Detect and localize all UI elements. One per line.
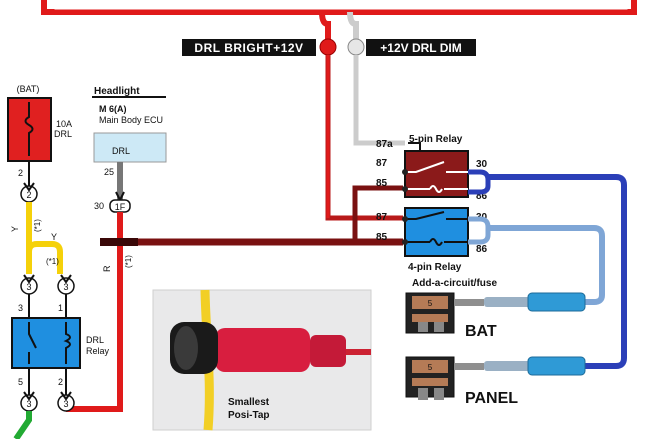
fuse-name: DRL bbox=[54, 129, 72, 139]
headlight-drl-label: DRL bbox=[112, 146, 130, 156]
drl-dim-label: +12V DRL DIM bbox=[380, 41, 461, 55]
photo-posi-tap-body bbox=[215, 328, 310, 372]
svg-text:3: 3 bbox=[63, 399, 68, 409]
posi-tap-line1: Smallest bbox=[228, 397, 270, 408]
bat-butt-connector bbox=[527, 292, 586, 312]
bright-drop-wire bbox=[319, 11, 331, 44]
headlight-drl-box bbox=[93, 132, 167, 163]
svg-text:3: 3 bbox=[26, 399, 31, 409]
posi-tap-line2: Posi-Tap bbox=[228, 410, 269, 421]
wire-r-star: (*1) bbox=[124, 255, 133, 268]
relay5-coil bbox=[429, 185, 443, 193]
fuse-bat-label: (BAT) bbox=[17, 84, 40, 94]
green-ground-wire bbox=[13, 411, 32, 439]
fuse-taps-title: Add-a-circuit/fuse bbox=[412, 278, 497, 289]
headlight-ecu: Main Body ECU bbox=[99, 115, 163, 125]
relay5-title: 5-pin Relay bbox=[409, 134, 463, 145]
wire-y1-star: (*1) bbox=[33, 219, 42, 232]
svg-text:2: 2 bbox=[26, 190, 31, 200]
relay4-pin87: 87 bbox=[376, 212, 388, 223]
drl-relay-label1: DRL bbox=[86, 335, 104, 345]
headlight-conn-id: 1F bbox=[115, 202, 126, 212]
relay-pin2-label: 2 bbox=[58, 377, 63, 387]
relay5-switch bbox=[405, 161, 468, 173]
wire-y1-label: Y bbox=[10, 226, 20, 232]
drl-relay-coil bbox=[63, 322, 71, 364]
drl-dim-tag bbox=[366, 39, 476, 56]
fuse-element bbox=[24, 102, 34, 156]
fuse-rating: 10A bbox=[56, 119, 72, 129]
headlight-pin: 25 bbox=[104, 167, 114, 177]
relay4-pin85: 85 bbox=[376, 232, 388, 243]
bat-label: BAT bbox=[465, 323, 497, 340]
top-red-frame bbox=[41, 0, 637, 15]
yellow-wire bbox=[26, 202, 63, 274]
dim-drop-wire bbox=[347, 11, 359, 44]
relay5-pin86: 86 bbox=[476, 191, 488, 202]
bright-tap-dot bbox=[319, 38, 337, 56]
wire-y2-label: Y bbox=[51, 232, 57, 242]
drl-relay-switch bbox=[28, 322, 37, 364]
relay-85-jumper bbox=[352, 185, 403, 242]
drl-relay-label2: Relay bbox=[86, 346, 110, 356]
relay5-pin87a: 87a bbox=[376, 139, 393, 150]
bright-to-87-wire bbox=[325, 55, 403, 221]
relay5-pin85: 85 bbox=[376, 178, 388, 189]
top-white-frame bbox=[54, 0, 628, 10]
headlight-title: Headlight bbox=[94, 86, 140, 97]
panel-fuse-upper bbox=[412, 360, 448, 373]
relay-connector-d bbox=[57, 394, 75, 412]
relay4-coil bbox=[429, 238, 443, 246]
blue-panel-wire bbox=[488, 174, 627, 369]
headlight-connector: M 6(A) bbox=[99, 104, 127, 114]
svg-text:3: 3 bbox=[63, 282, 68, 292]
red-ground-side-wire bbox=[66, 212, 123, 412]
bat-fuse-upper bbox=[412, 296, 448, 309]
dim-tap-dot bbox=[347, 38, 365, 56]
fuse-pin-label: 2 bbox=[18, 168, 23, 178]
panel-label: PANEL bbox=[465, 390, 518, 407]
panel-butt-connector bbox=[527, 356, 586, 376]
relay5-pin30: 30 bbox=[476, 159, 488, 170]
drl-bright-tag bbox=[182, 39, 316, 56]
drl-bright-label: DRL BRIGHT+12V bbox=[194, 41, 303, 55]
headlight-wire-no: 30 bbox=[94, 201, 104, 211]
svg-text:5: 5 bbox=[428, 299, 433, 308]
wire-r-label: R bbox=[102, 265, 112, 272]
dim-to-87a-wire bbox=[353, 55, 405, 146]
relay4-box bbox=[404, 207, 469, 257]
relay5-pin87: 87 bbox=[376, 158, 388, 169]
relay4-title: 4-pin Relay bbox=[408, 262, 462, 273]
relay-pin1-label: 1 bbox=[58, 303, 63, 313]
relay4-switch bbox=[405, 211, 468, 220]
relay-pin3-label: 3 bbox=[18, 303, 23, 313]
wire-y2-star: (*1) bbox=[46, 257, 59, 266]
svg-text:3: 3 bbox=[26, 282, 31, 292]
svg-text:5: 5 bbox=[428, 363, 433, 372]
light-blue-bat-wire bbox=[488, 225, 605, 305]
relay4-pin86: 86 bbox=[476, 244, 488, 255]
relay-pin5-label: 5 bbox=[18, 377, 23, 387]
